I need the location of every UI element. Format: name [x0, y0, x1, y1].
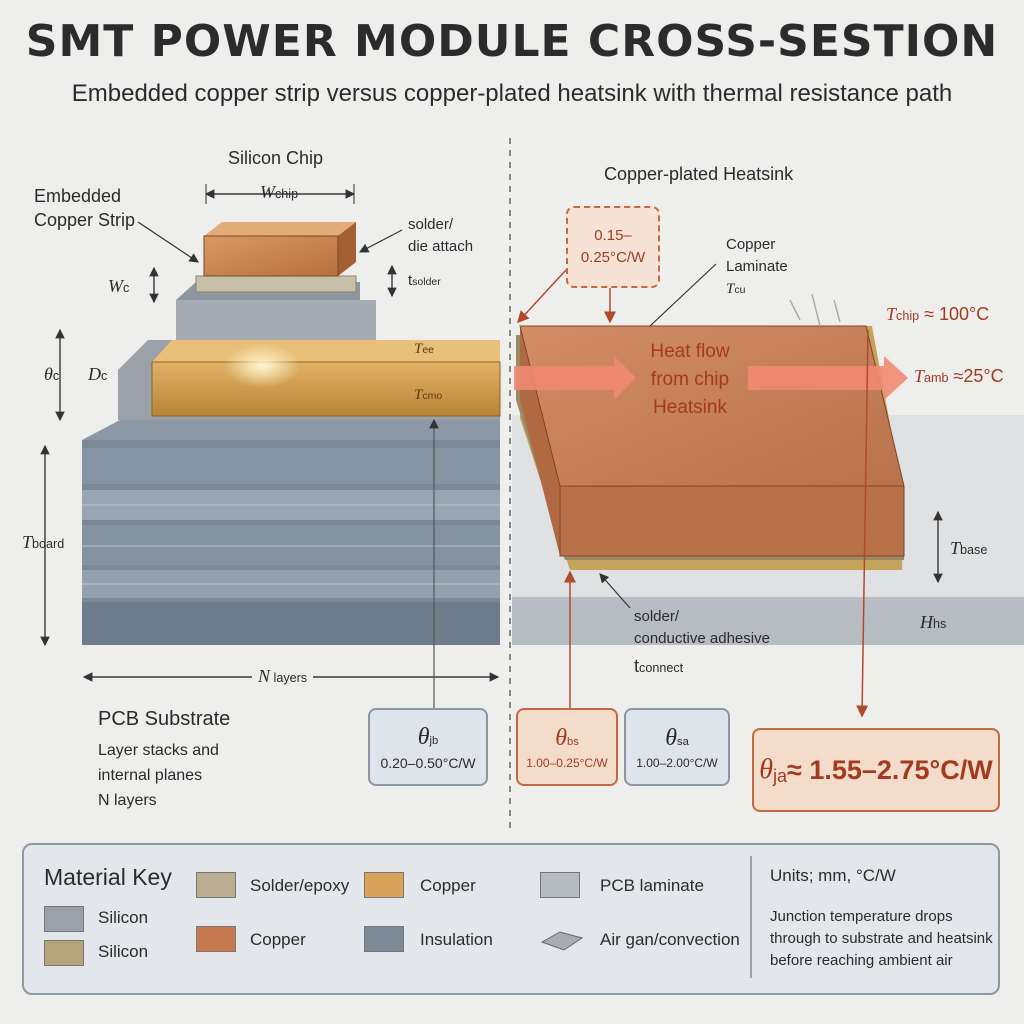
embedded-copper-strip-label: Embedded Copper Strip: [34, 186, 136, 230]
heat-flow-label: Heat flow from chip Heatsink: [650, 341, 730, 418]
t-base-label: Tbase: [950, 538, 988, 558]
t-solder-label: tsolder: [408, 272, 441, 289]
key-label: Silicon: [98, 908, 149, 927]
theta-bs-box: θbs 1.00–0.25°C/W: [516, 708, 618, 786]
copper-laminate-label: Copper Laminate Tcu: [726, 236, 788, 297]
embedded-copper-strip: [151, 340, 501, 417]
t-cmo-label: Tcmo: [414, 387, 443, 403]
key-swatch: [44, 906, 84, 932]
page-title: SMT POWER MODULE CROSS-SESTION: [25, 16, 999, 67]
material-key-title: Material Key: [44, 864, 172, 890]
t-connect-label: tconnect: [634, 656, 684, 676]
key-swatch: [364, 926, 404, 952]
pcb-substrate-block: [82, 420, 500, 645]
key-swatch: [44, 940, 84, 966]
h-hs-label: Hhs: [920, 612, 947, 632]
key-label: Copper: [250, 930, 306, 949]
key-note: Junction temperature drops through to su…: [770, 908, 993, 969]
pcb-description: Layer stacks and internal planes N layer…: [98, 742, 219, 809]
w-chip-label: Wchip: [260, 182, 299, 202]
t-amb-label: Tamb ≈25°C: [914, 366, 1004, 386]
t-e-label: Tee: [414, 341, 435, 357]
key-swatch: [364, 872, 404, 898]
key-swatch: [196, 926, 236, 952]
material-key-panel: [22, 843, 1000, 995]
key-label: Solder/epoxy: [250, 876, 350, 895]
key-label: Silicon: [98, 942, 149, 961]
theta-c-label: θc: [44, 364, 60, 384]
key-label: Insulation: [420, 930, 493, 949]
solder-adhesive-label: solder/ conductive adhesive: [634, 608, 770, 647]
heatsink-title: Copper-plated Heatsink: [604, 164, 794, 184]
key-label: Air gan/convection: [600, 930, 740, 949]
theta-sa-box: θsa 1.00–2.00°C/W: [624, 708, 730, 786]
key-label: PCB laminate: [600, 876, 704, 895]
page-subtitle: Embedded copper strip versus copper-plat…: [71, 80, 953, 107]
d-c-label: Dc: [88, 364, 108, 384]
w-c-label: Wc: [108, 276, 130, 296]
solder-die-attach-label: solder/ die attach: [408, 216, 474, 255]
silicon-chip-label: Silicon Chip: [228, 148, 324, 168]
theta-jb-box: θjb 0.20–0.50°C/W: [368, 708, 488, 786]
t-board-label: Tboard: [22, 532, 65, 552]
key-swatch: [540, 872, 580, 898]
key-label: Copper: [420, 876, 476, 895]
pcb-substrate-label: PCB Substrate: [98, 708, 231, 730]
units-label: Units; mm, °C/W: [770, 866, 896, 885]
key-swatch: [196, 872, 236, 898]
range-box: 0.15– 0.25°C/W: [566, 206, 660, 288]
key-divider: [750, 856, 752, 978]
silicon-chip: [203, 222, 356, 277]
t-chip-label: Tchip ≈ 100°C: [886, 304, 990, 324]
air-gap-icon: [540, 928, 584, 959]
n-layers-label: N layers: [252, 666, 314, 687]
